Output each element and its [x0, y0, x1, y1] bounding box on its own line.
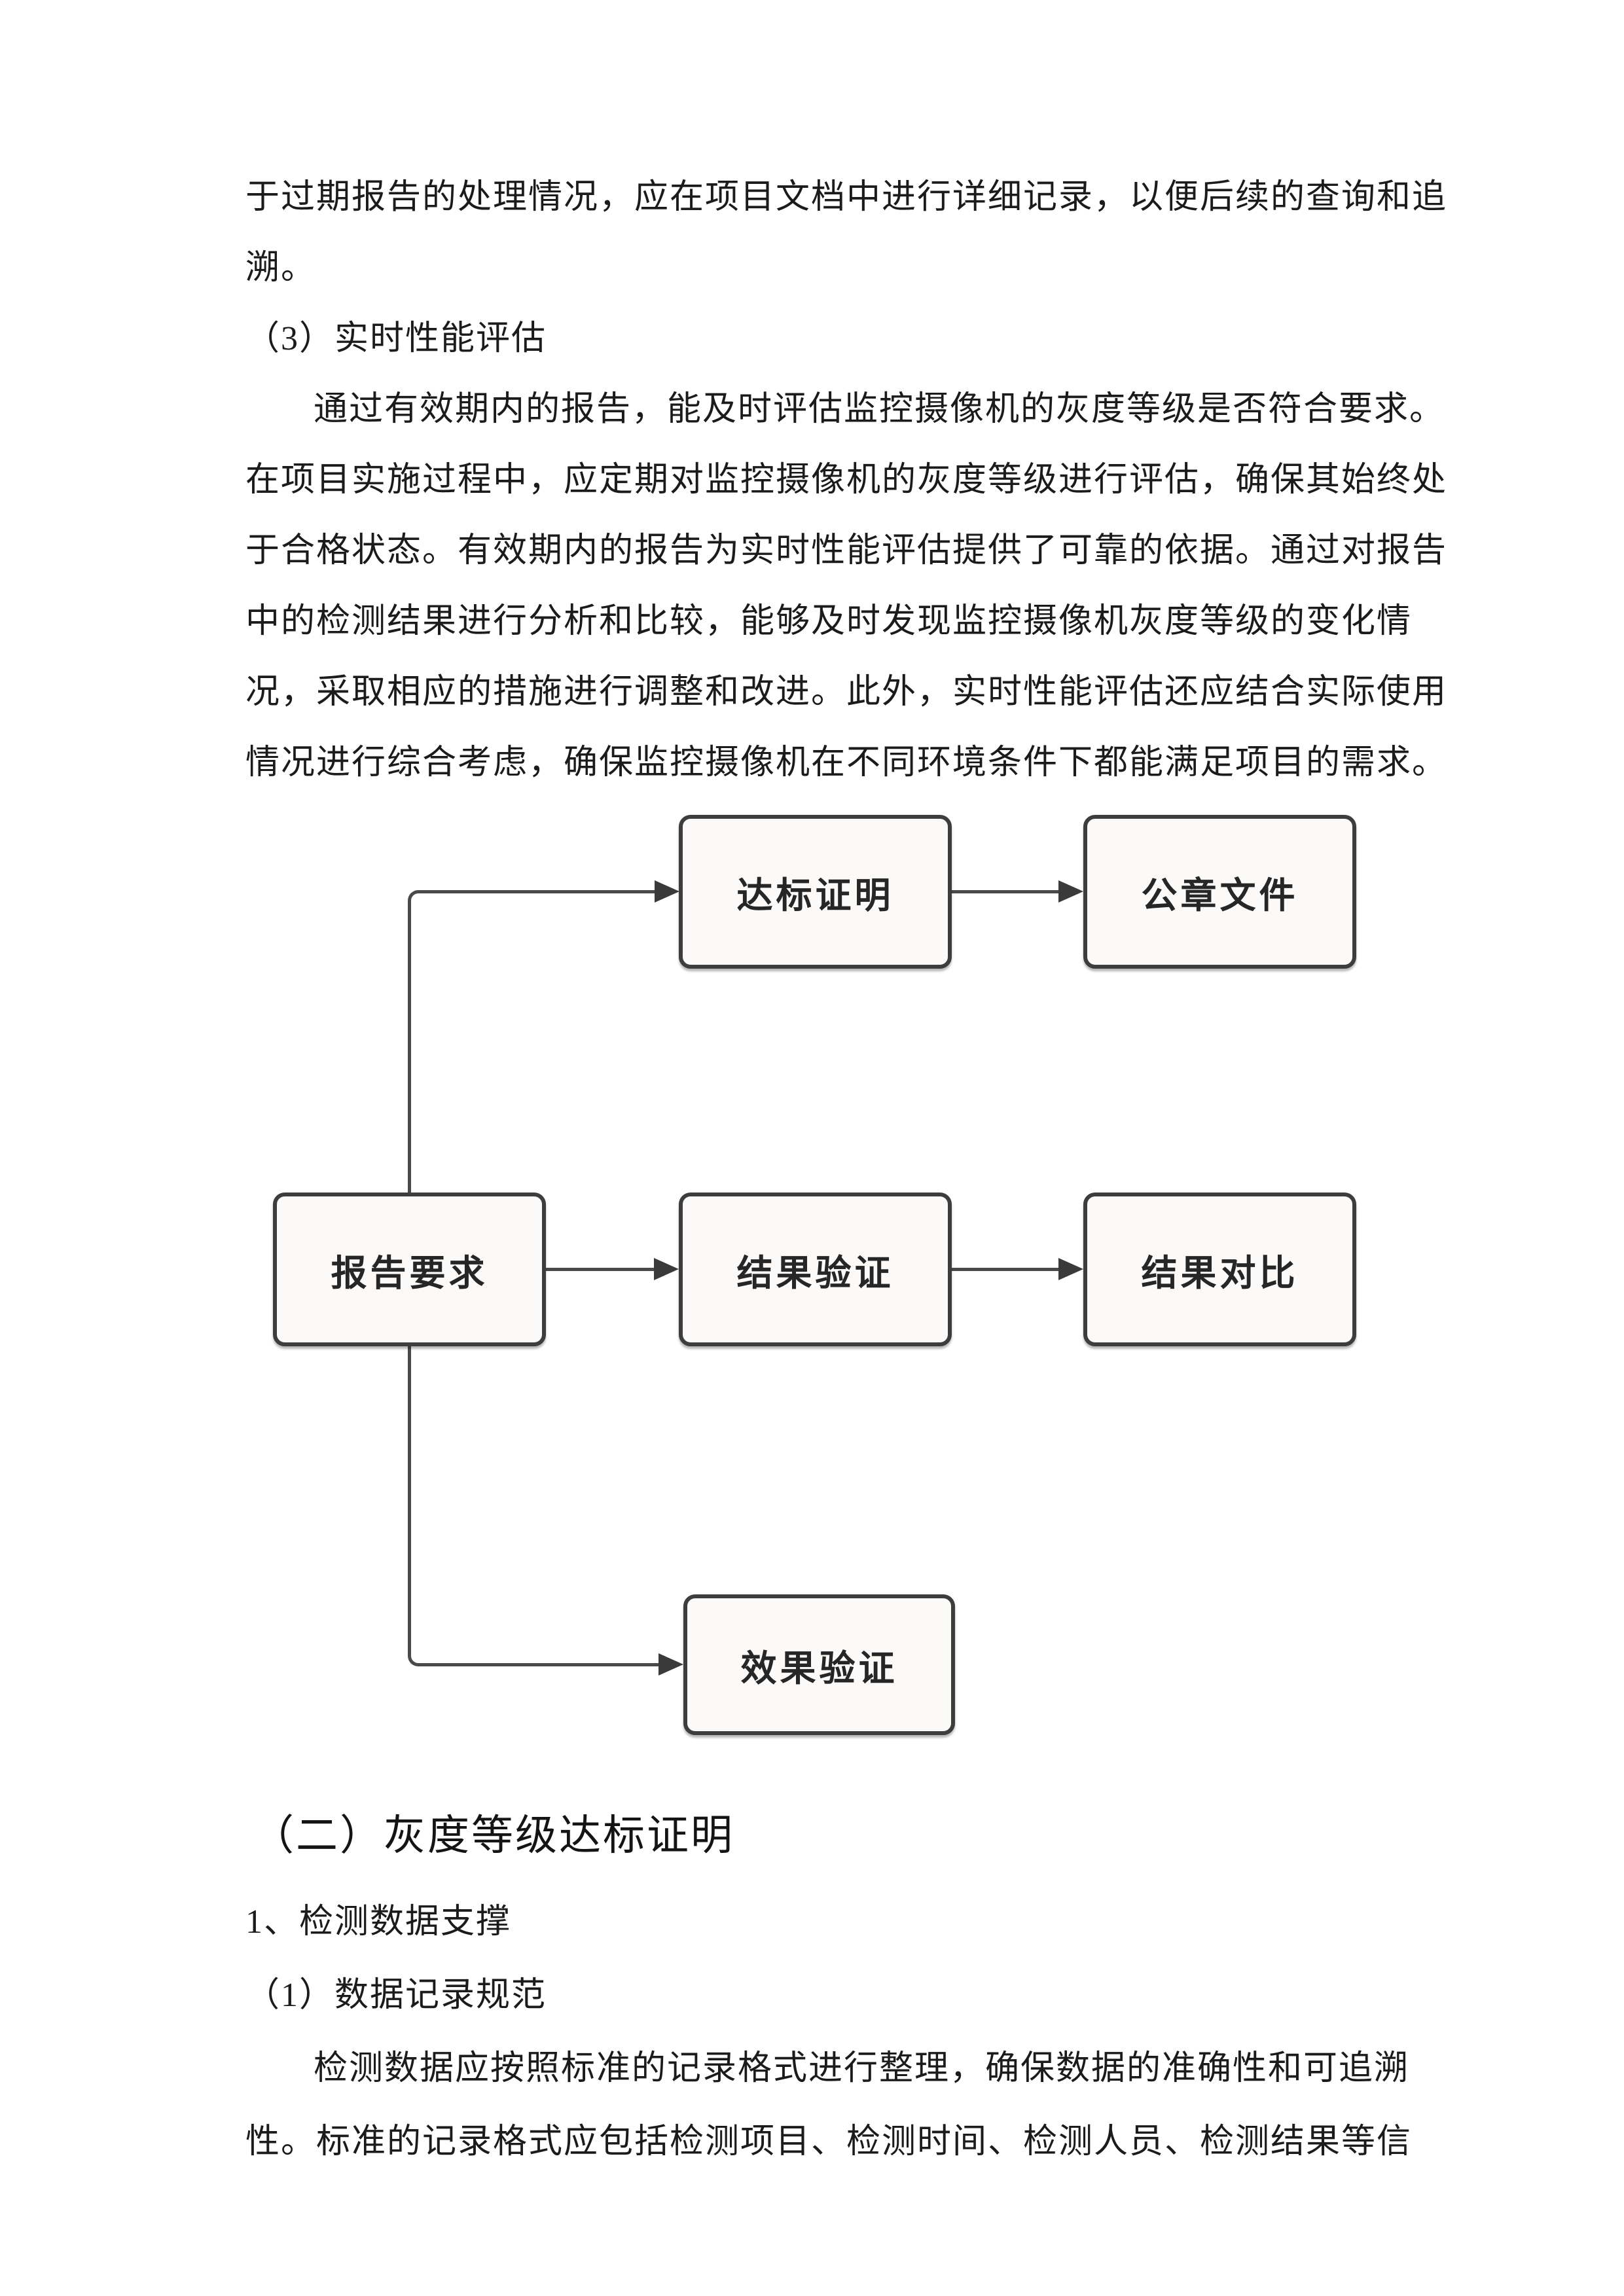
body-line: 中的检测结果进行分析和比较，能够及时发现监控摄像机灰度等级的变化情	[245, 603, 1413, 640]
flow-node-certification-proof: 达标证明	[679, 815, 952, 969]
heading-sub-1: （1）数据记录规范	[245, 1977, 547, 2014]
arrowhead-icon	[1058, 880, 1083, 903]
connector-line	[952, 1268, 1063, 1271]
body-line: 在项目实施过程中，应定期对监控摄像机的灰度等级进行评估，确保其始终处	[245, 461, 1448, 499]
flow-node-label: 公章文件	[1141, 874, 1299, 916]
flow-node-report-requirement: 报告要求	[273, 1193, 546, 1346]
flow-node-result-verification: 结果验证	[679, 1193, 952, 1346]
body-line: 情况进行综合考虑，确保监控摄像机在不同环境条件下都能满足项目的需求。	[245, 744, 1448, 781]
body-line: 于过期报告的处理情况，应在项目文档中进行详细记录，以便后续的查询和追	[245, 179, 1448, 216]
connector-elbow-up	[408, 890, 657, 1193]
heading-item-1: 1、检测数据支撑	[245, 1903, 512, 1941]
body-line: 况，采取相应的措施进行调整和改进。此外，实时性能评估还应结合实际使用	[245, 673, 1448, 711]
arrowhead-icon	[1058, 1258, 1083, 1280]
body-line: 溯。	[245, 249, 317, 287]
flow-node-label: 效果验证	[740, 1647, 898, 1689]
arrowhead-icon	[654, 1258, 679, 1280]
connector-line	[952, 890, 1063, 893]
flow-node-label: 结果验证	[736, 1252, 894, 1293]
body-line: 于合格状态。有效期内的报告为实时性能评估提供了可靠的依据。通过对报告	[245, 532, 1448, 569]
flow-node-label: 达标证明	[736, 874, 894, 916]
flow-node-sealed-document: 公章文件	[1083, 815, 1356, 969]
body-line: 检测数据应按照标准的记录格式进行整理，确保数据的准确性和可追溯	[314, 2050, 1410, 2087]
heading-section-2: （二）灰度等级达标证明	[252, 1812, 734, 1859]
body-line: 性。标准的记录格式应包括检测项目、检测时间、检测人员、检测结果等信	[245, 2123, 1413, 2161]
connector-line	[546, 1268, 659, 1271]
body-line: 通过有效期内的报告，能及时评估监控摄像机的灰度等级是否符合要求。	[314, 391, 1445, 428]
arrowhead-icon	[655, 880, 679, 903]
flow-node-effect-verification: 效果验证	[683, 1594, 955, 1735]
heading-item-3: （3）实时性能评估	[245, 320, 547, 357]
flow-node-result-comparison: 结果对比	[1083, 1193, 1356, 1346]
arrowhead-icon	[659, 1653, 683, 1676]
connector-elbow-down	[408, 1346, 660, 1666]
flow-node-label: 结果对比	[1141, 1252, 1299, 1293]
flow-node-label: 报告要求	[331, 1252, 488, 1293]
